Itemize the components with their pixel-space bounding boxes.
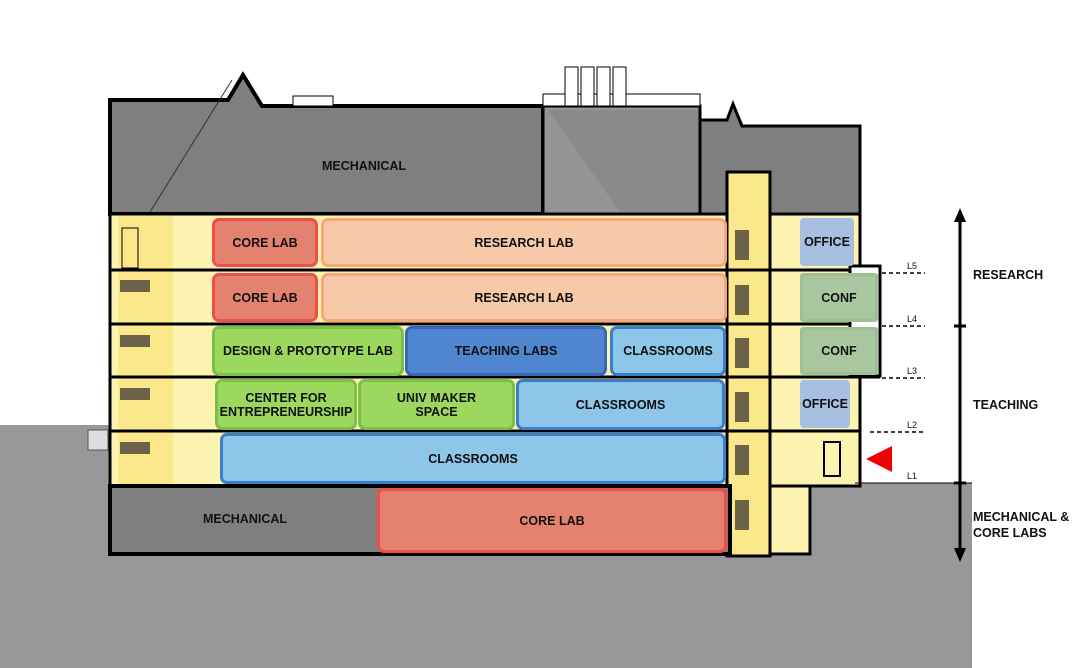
level-l2: L2 — [907, 420, 918, 430]
basement-core-lab: CORE LAB — [377, 488, 727, 553]
l5-core-lab: CORE LAB — [212, 218, 318, 267]
l5-office: OFFICE — [800, 218, 854, 266]
l4-conf: CONF — [800, 273, 878, 322]
roof-mechanical-label: MECHANICAL — [322, 159, 407, 173]
zone-arrow — [954, 215, 966, 555]
zone-research: RESEARCH — [973, 268, 1044, 282]
level-l3: L3 — [907, 366, 918, 376]
l3-teaching-labs: TEACHING LABS — [405, 326, 607, 376]
l4-core-lab: CORE LAB — [212, 273, 318, 322]
l5-research-lab: RESEARCH LAB — [321, 218, 727, 267]
level-l5: L5 — [907, 261, 918, 271]
level-l1: L1 — [907, 471, 918, 481]
l3-design-prototype-lab: DESIGN & PROTOTYPE LAB — [212, 326, 404, 376]
l3-classrooms: CLASSROOMS — [610, 326, 726, 376]
level-l4: L4 — [907, 314, 918, 324]
l2-office: OFFICE — [800, 380, 850, 428]
l2-classrooms: CLASSROOMS — [516, 379, 725, 430]
l2-center-entrepreneurship: CENTER FOR ENTREPRENEURSHIP — [215, 379, 357, 430]
l4-research-lab: RESEARCH LAB — [321, 273, 727, 322]
l1-classrooms: CLASSROOMS — [220, 433, 726, 484]
l2-univ-maker-space: UNIV MAKER SPACE — [358, 379, 515, 430]
basement-mechanical-label: MECHANICAL — [203, 512, 288, 526]
l3-conf: CONF — [800, 327, 878, 375]
ground-right — [855, 483, 972, 668]
zone-teaching: TEACHING — [973, 398, 1039, 412]
zone-mechanical-core-labs: MECHANICAL & CORE LABS — [973, 510, 1070, 540]
entrance-marker — [866, 446, 892, 472]
